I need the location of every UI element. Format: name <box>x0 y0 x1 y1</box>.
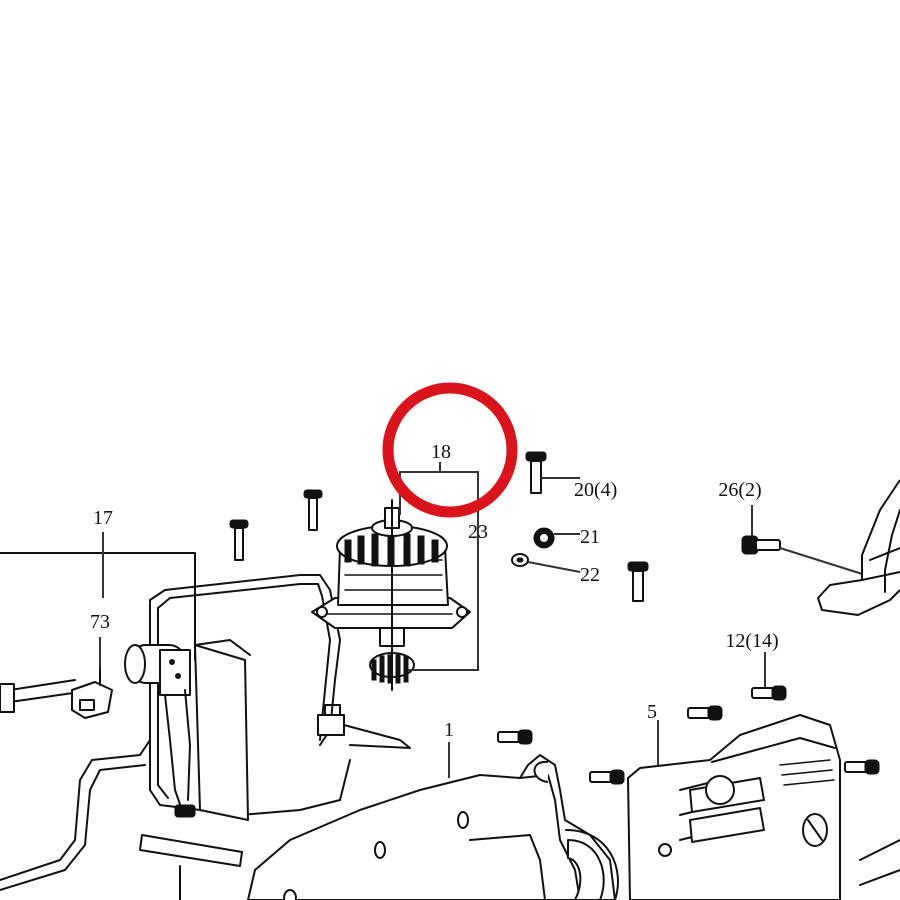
part-label-23: 23 <box>468 521 488 543</box>
switch-box <box>194 639 251 821</box>
nut-21 <box>533 527 555 549</box>
screw-20 <box>525 451 547 494</box>
screw-b <box>303 489 323 531</box>
handle-lever <box>817 479 900 616</box>
part-label-17: 17 <box>93 507 113 529</box>
part-label-20: 20(4) <box>574 479 617 501</box>
screw-r3 <box>844 759 880 775</box>
part-label-12: 12(14) <box>725 630 778 652</box>
screw-r2 <box>589 769 625 785</box>
part-label-21: 21 <box>580 526 600 548</box>
screw-r1 <box>687 705 723 721</box>
armature-motor <box>311 499 471 691</box>
main-housing-1 <box>247 742 619 900</box>
part-label-5: 5 <box>647 701 657 723</box>
screws-top-left <box>229 489 323 561</box>
bolt-12 <box>751 652 787 701</box>
washer-22 <box>511 553 529 567</box>
part-label-22: 22 <box>580 564 600 586</box>
screw-r4 <box>497 729 533 745</box>
capacitor <box>124 644 196 818</box>
switch-73 <box>71 664 113 719</box>
hardware-20-21-22 <box>511 451 649 602</box>
part-label-1: 1 <box>444 719 454 741</box>
screw-a <box>229 519 249 561</box>
highlight-circle <box>382 382 518 518</box>
gearbox-housing-5 <box>627 714 900 900</box>
part-label-73: 73 <box>90 611 110 633</box>
screw-right <box>627 561 649 602</box>
part-label-18: 18 <box>431 441 451 463</box>
part-label-26: 26(2) <box>718 479 761 501</box>
leader-17-73 <box>99 532 104 668</box>
bolt-26 <box>741 505 876 579</box>
bracket-plate <box>139 834 243 900</box>
terminal-connector <box>317 704 411 749</box>
